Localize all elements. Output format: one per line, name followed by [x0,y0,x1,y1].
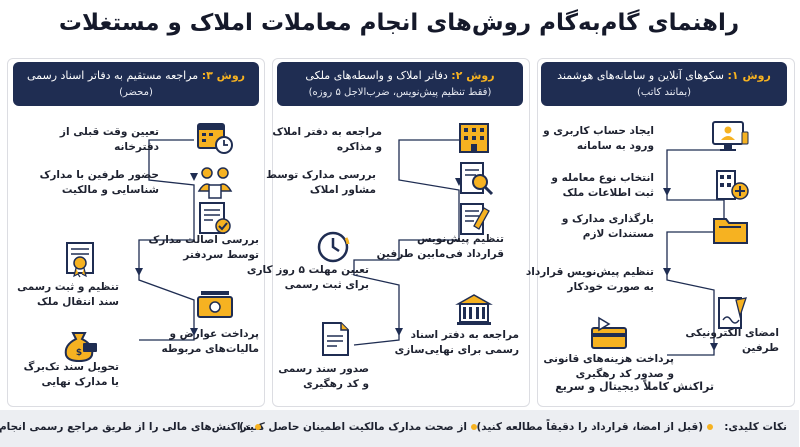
m2-step-1-line-1: مراجعه به دفتر املاک [273,126,383,138]
building-plus-icon [717,170,750,200]
pen-sign-icon [719,297,748,329]
m1-step-6-line-2: و صدور کد رهگیری [576,368,675,380]
m2-step-5-line-1: مراجعه به دفتر اسناد [411,329,520,341]
method-3-header: روش ۳: مراجعه مستقیم به دفاتر اسناد رسمی… [14,62,260,106]
m3-step-4-line-2: سند انتقال ملک [38,296,120,308]
m1-step-1-line-2: ورود به سامانه [577,140,655,152]
m3-step-5-line-2: مالیات‌های مربوطه [162,343,260,355]
m1-step-6: پرداخت هزینه‌های قانونی و صدور کد رهگیری [544,352,675,382]
m1-step-5-line-2: طرفین [742,342,780,354]
bullet-dot [256,424,262,430]
m2-step-4-line-1: تعیین مهلت ۵ روز کاری [247,264,370,276]
m2-step-2: بررسی مدارک توسط مشاور املاک [267,168,377,198]
method-2-label: روش ۲: [452,69,496,82]
method-2-subheading: (فقط تنظیم پیش‌نویس، ضرب‌الاجل ۵ روزه) [309,87,493,98]
computer-user-icon [713,121,750,151]
m3-step-5: پرداخت عوارض و مالیات‌های مربوطه [163,327,260,357]
m3-step-5-line-1: پرداخت عوارض و [170,328,260,340]
footer-tip-1: (قبل از امضا، قرارداد را دقیقاً مطالعه ک… [477,421,714,433]
svg-text:$: $ [77,348,83,358]
m1-step-4-line-1: تنظیم پیش‌نویس قرارداد [526,266,655,278]
m1-step-2-line-1: انتخاب نوع معامله و [552,172,655,184]
m2-step-4: تعیین مهلت ۵ روز کاری برای ثبت رسمی [248,263,370,293]
footer-tip-2-text: از صحت مدارک مالکیت اطمینان حاصل کنید) [240,421,468,433]
m2-step-3-line-2: قرارداد فی‌مابین طرفین [377,248,505,260]
footer-label: نکات کلیدی: [725,421,788,433]
clock-deadline-icon [318,231,351,263]
m3-step-2-line-1: حضور طرفین با مدارک [40,169,160,181]
m1-step-5: امضای الکترونیکی طرفین [686,326,780,356]
m3-step-1: تعیین وقت قبلی از دفترخانه [61,125,160,155]
method-1-header: روش ۱: سکوهای آنلاین و سامانه‌های هوشمند… [542,62,788,106]
method-3-label: روش ۳: [202,69,247,82]
office-building-icon [460,123,490,153]
m1-step-6-line-1: پرداخت هزینه‌های قانونی [544,353,675,365]
m1-step-3: بارگذاری مدارک و مستندات لازم [563,212,655,242]
method-1-subheading: (بمانند کاتب) [637,87,693,98]
m1-step-4: تنظیم پیش‌نویس قرارداد به صورت خودکار [527,265,655,295]
method-1-label: روش ۱: [728,69,772,82]
m3-step-1-line-1: تعیین وقت قبلی از [60,126,160,138]
m3-step-1-line-2: دفترخانه [115,141,160,153]
method-1-heading: سکوهای آنلاین و سامانه‌های هوشمند [558,69,726,82]
card-payment-icon [592,316,628,349]
money-bag-icon: $ [65,332,98,363]
m1-step-5-line-1: امضای الکترونیکی [686,327,780,339]
m1-step-2-line-2: ثبت اطلاعات ملک [563,187,655,199]
footer-tip-3-text: تراکنش‌های مالی را از طریق مراجع رسمی ان… [0,421,252,433]
m1-step-1-line-1: ایجاد حساب کاربری و [544,125,655,137]
m1-step-4-line-2: به صورت خودکار [568,281,655,293]
folder-icon [714,218,749,244]
key-notes-footer: نکات کلیدی: (قبل از امضا، قرارداد را دقی… [0,410,800,447]
m3-step-6-line-1: تحویل سند تک‌برگ [24,361,120,373]
m3-step-2: حضور طرفین با مدارک شناسایی و مالکیت [41,168,160,198]
method-3-heading: مراجعه مستقیم به دفاتر اسناد رسمی [27,69,200,82]
m3-step-6: تحویل سند تک‌برگ یا مدارک نهایی [25,360,120,390]
document-search-icon [461,162,495,196]
m2-step-3-line-1: تنظیم پیش‌نویس [417,233,505,245]
notary-building-icon [456,294,494,325]
m3-step-6-line-2: یا مدارک نهایی [42,376,120,388]
m1-step-3-line-2: مستندات لازم [583,228,655,240]
m3-step-2-line-2: شناسایی و مالکیت [62,184,160,196]
m2-step-5-line-2: رسمی برای نهایی‌سازی [395,344,520,356]
document-pen-icon [461,203,491,235]
money-tax-icon [198,291,234,318]
m3-step-3-line-2: توسط سردفتر [184,249,260,261]
m3-step-3: بررسی اصالت مدارک توسط سردفتر [150,233,261,263]
bullet-dot [472,424,478,430]
m3-step-3-line-1: بررسی اصالت مدارک [149,234,261,246]
footer-tip-1-text: (قبل از امضا، قرارداد را دقیقاً مطالعه ک… [477,421,704,433]
m2-step-1: مراجعه به دفتر املاک و مذاکره [273,125,383,155]
m2-step-2-line-1: بررسی مدارک توسط [267,169,377,181]
m1-step-2: انتخاب نوع معامله و ثبت اطلاعات ملک [552,171,655,201]
m2-step-6-line-1: صدور سند رسمی [279,363,370,375]
m2-step-1-line-2: و مذاکره [337,141,383,153]
m2-step-2-line-2: مشاور املاک [310,184,377,196]
bullet-dot [708,424,714,430]
method-2-header: روش ۲: دفاتر املاک و واسطه‌های ملکی (فقط… [278,62,524,106]
panel-method-1 [538,58,796,407]
m1-step-3-line-1: بارگذاری مدارک و [562,213,655,225]
footer-tip-3: تراکنش‌های مالی را از طریق مراجع رسمی ان… [0,421,262,433]
parties-documents-icon [198,167,234,199]
m2-step-4-line-2: برای ثبت رسمی [285,279,370,291]
m1-note: تراکنش کاملاً دیجیتال و سریع [556,380,715,393]
method-2-heading: دفاتر املاک و واسطه‌های ملکی [306,69,449,82]
m2-step-6-line-2: و کد رهگیری [304,378,370,390]
m3-step-4: تنظیم و ثبت رسمی سند انتقال ملک [18,280,120,310]
m2-step-3: تنظیم پیش‌نویس قرارداد فی‌مابین طرفین [378,232,505,262]
method-3-subheading: (محضر) [120,87,154,98]
document-icon [323,322,350,356]
m1-step-1: ایجاد حساب کاربری و ورود به سامانه [544,124,655,154]
m2-step-6: صدور سند رسمی و کد رهگیری [279,362,370,392]
footer-tip-2: از صحت مدارک مالکیت اطمینان حاصل کنید) [240,421,478,433]
m3-step-4-line-1: تنظیم و ثبت رسمی [18,281,120,293]
calendar-clock-icon [198,123,234,154]
m2-step-5: مراجعه به دفتر اسناد رسمی برای نهایی‌ساز… [396,328,520,358]
certificate-check-icon [200,202,232,234]
deed-certificate-icon [67,242,95,278]
page-title: راهنمای گام‌به‌گام روش‌های انجام معاملات… [59,10,741,36]
